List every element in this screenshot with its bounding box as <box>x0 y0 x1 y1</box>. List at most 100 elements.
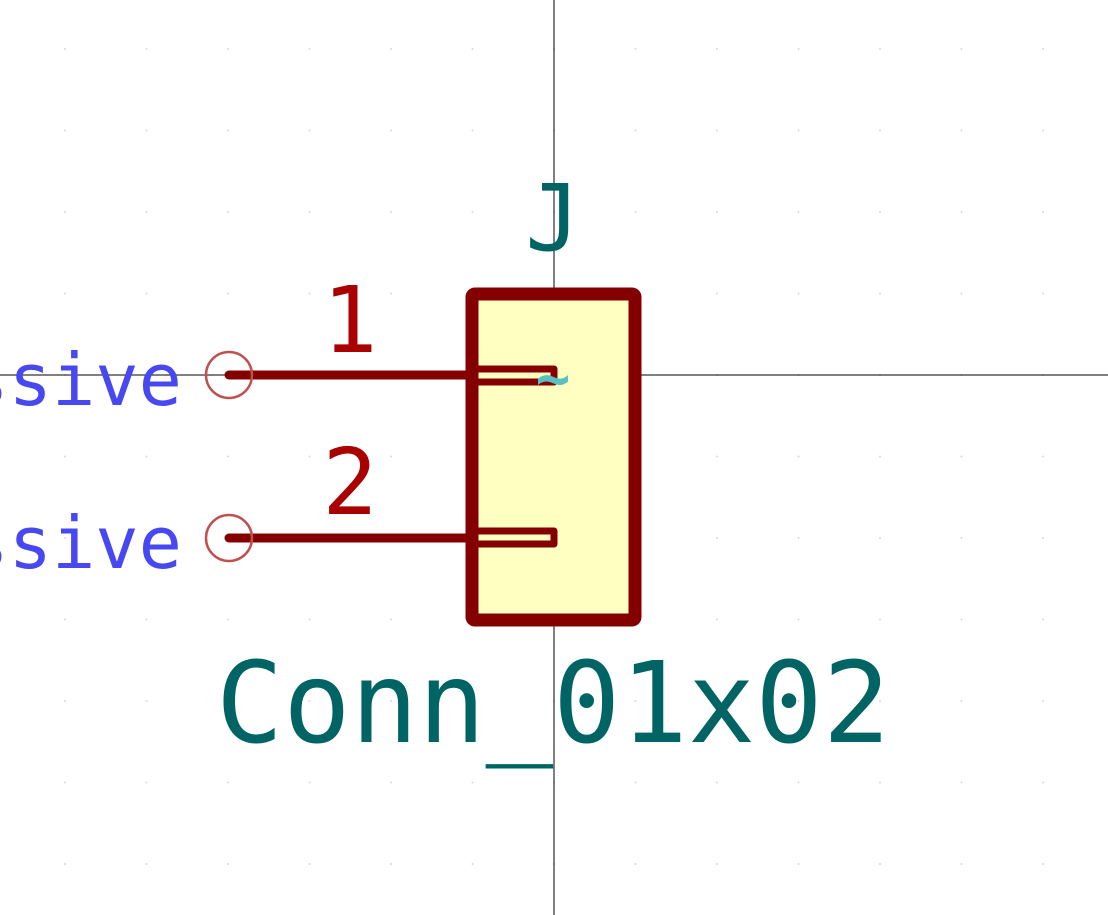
grid-dot <box>471 48 474 50</box>
grid-dot <box>879 700 881 702</box>
grid-dot <box>145 211 148 213</box>
grid-dot <box>471 129 474 132</box>
grid-dot <box>227 292 229 295</box>
grid-dot <box>308 618 311 621</box>
pin-1[interactable]: 1 ssive <box>0 267 558 422</box>
grid-dot <box>716 537 718 539</box>
grid-dot <box>308 211 311 213</box>
grid-dot <box>797 292 800 295</box>
grid-dot <box>716 211 718 213</box>
grid-dot <box>879 863 881 865</box>
value-field[interactable]: Conn_01x02 <box>216 639 890 769</box>
grid-dot <box>960 455 963 458</box>
grid-dot <box>1042 618 1044 621</box>
grid-dot <box>797 700 800 702</box>
grid-dot <box>145 455 148 458</box>
grid-dot <box>716 863 718 865</box>
grid-dot <box>227 48 229 50</box>
grid-dot <box>145 48 148 50</box>
grid-dot <box>471 863 474 865</box>
grid-dot <box>64 129 66 132</box>
grid-dot <box>879 48 881 50</box>
grid-dot <box>1042 781 1044 784</box>
grid-dot <box>145 292 148 295</box>
grid-dot <box>308 863 311 865</box>
grid-dot <box>145 537 148 539</box>
grid-dot <box>227 618 229 621</box>
grid-dot <box>64 537 66 539</box>
grid-dot <box>634 48 637 50</box>
grid-dot <box>227 781 229 784</box>
grid-dot <box>471 211 474 213</box>
grid-dot <box>879 129 881 132</box>
grid-dot <box>390 863 392 865</box>
grid-dot <box>797 129 800 132</box>
grid-dot <box>1042 211 1044 213</box>
grid-dot <box>960 292 963 295</box>
grid-dot <box>716 618 718 621</box>
grid-dot <box>64 292 66 295</box>
grid-dot <box>879 455 881 458</box>
grid-dot <box>879 537 881 539</box>
symbol-body[interactable] <box>465 287 642 627</box>
pin-1-stub[interactable] <box>468 365 558 386</box>
grid-dot <box>634 781 637 784</box>
grid-dot <box>471 781 474 784</box>
grid-dot <box>634 700 637 702</box>
grid-dot <box>308 129 311 132</box>
grid-dot <box>634 211 637 213</box>
grid-dot <box>64 863 66 865</box>
pin-2-electrical-type: ssive <box>0 501 182 585</box>
grid-dot <box>960 618 963 621</box>
grid-dot <box>308 48 311 50</box>
grid-dot <box>716 781 718 784</box>
grid-dot <box>390 455 392 458</box>
grid-dot <box>634 129 637 132</box>
grid-dot <box>64 781 66 784</box>
grid-dot <box>879 292 881 295</box>
grid-dot <box>227 211 229 213</box>
grid-dot <box>797 618 800 621</box>
grid-dot <box>390 211 392 213</box>
grid-dot <box>64 700 66 702</box>
pin-2-endpoint-circle[interactable] <box>204 513 254 563</box>
reference-designator[interactable]: J <box>525 165 580 272</box>
grid-dot <box>308 700 311 702</box>
grid-dot <box>797 211 800 213</box>
grid-dot <box>227 863 229 865</box>
pin-1-endpoint-circle[interactable] <box>204 350 254 400</box>
grid-dot <box>797 781 800 784</box>
grid-dot <box>145 700 148 702</box>
grid-dot <box>390 292 392 295</box>
pin-2[interactable]: 2 ssive <box>0 429 558 585</box>
grid-dot <box>471 700 474 702</box>
grid-dot <box>716 129 718 132</box>
grid-dot <box>227 129 229 132</box>
grid-dot <box>145 129 148 132</box>
pin-1-number: 1 <box>322 267 377 374</box>
grid-dot <box>390 48 392 50</box>
grid-dot <box>390 618 392 621</box>
grid-dot <box>308 455 311 458</box>
grid-dot <box>960 781 963 784</box>
grid-dot <box>308 292 311 295</box>
grid-dot <box>227 700 229 702</box>
grid-dot <box>960 700 963 702</box>
grid-dot <box>960 48 963 50</box>
grid-dot <box>390 781 392 784</box>
grid-dot <box>308 781 311 784</box>
grid-dot <box>390 700 392 702</box>
grid-dot <box>227 455 229 458</box>
grid-dot <box>1042 537 1044 539</box>
grid-dot <box>960 129 963 132</box>
grid-dot <box>145 618 148 621</box>
pin-2-stub[interactable] <box>468 527 558 548</box>
pin-1-electrical-type: ssive <box>0 338 182 422</box>
grid-dot <box>960 211 963 213</box>
grid-dot <box>1042 48 1044 50</box>
grid-dot <box>1042 863 1044 865</box>
pin-2-number: 2 <box>322 429 377 536</box>
grid-dot <box>64 618 66 621</box>
